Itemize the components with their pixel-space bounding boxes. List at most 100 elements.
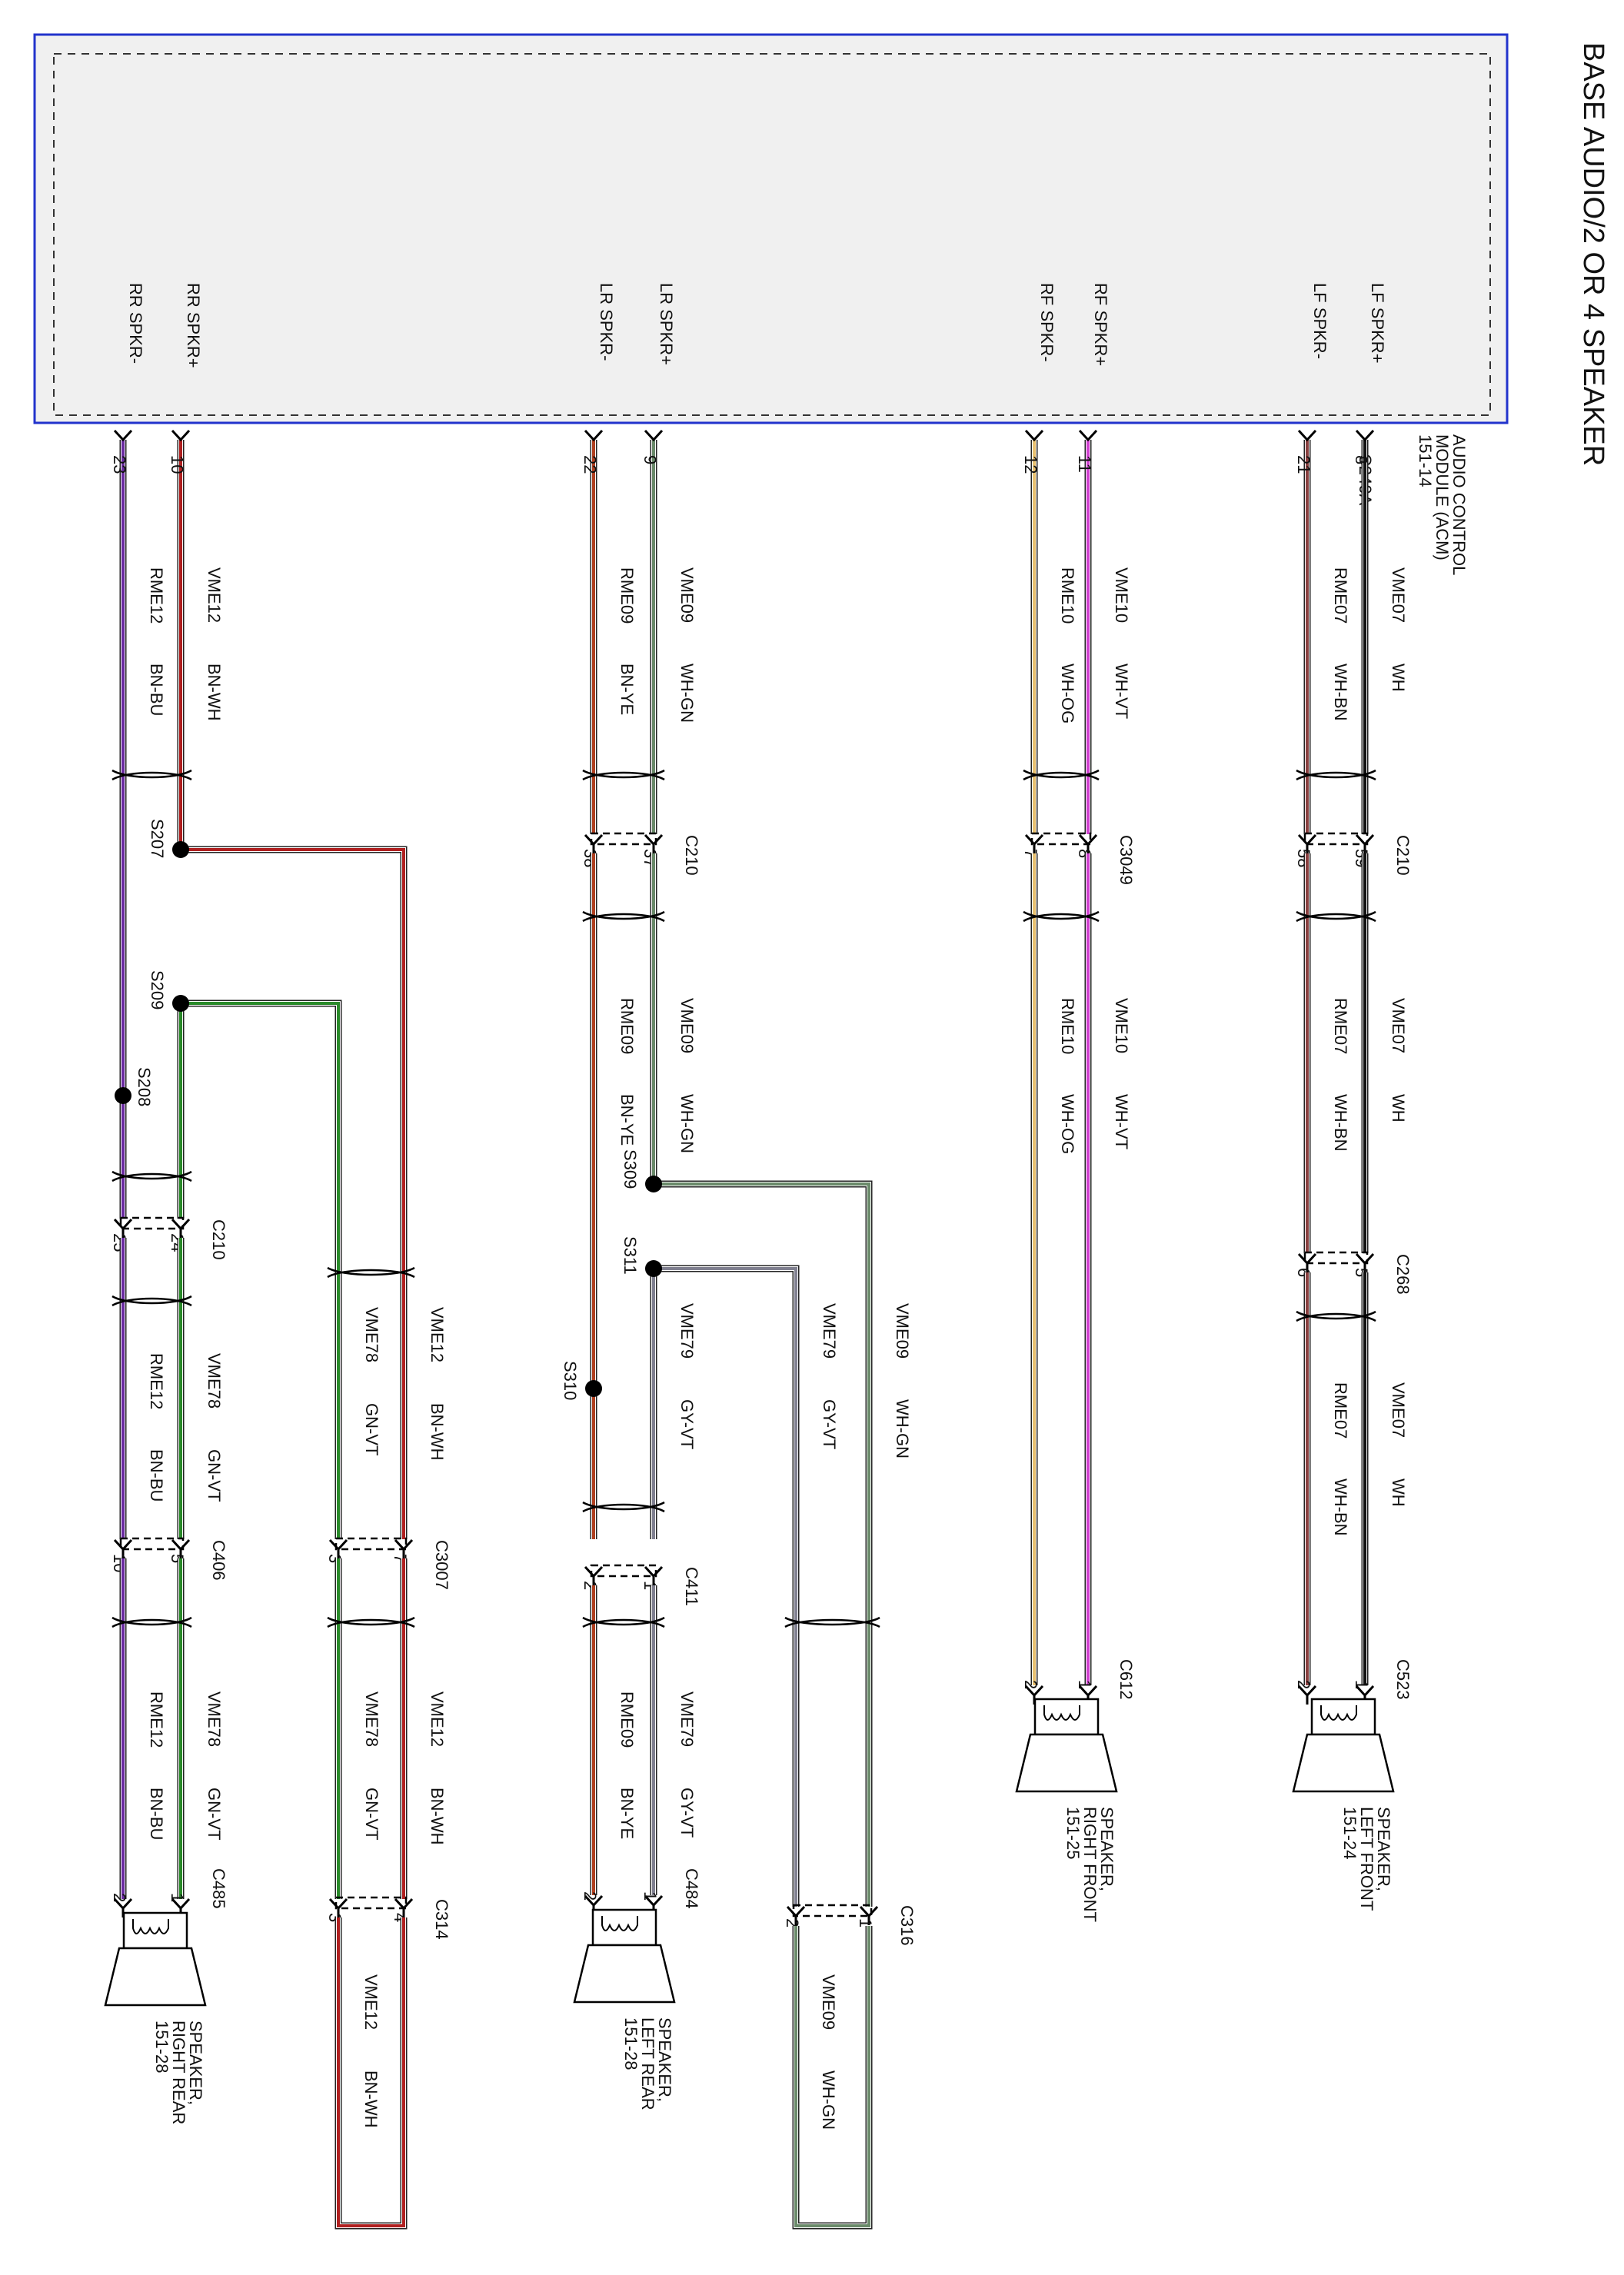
connector-pin-c485-0: 1 bbox=[168, 1893, 187, 1902]
speaker-label-lr-1: LEFT REAR bbox=[638, 2017, 657, 2110]
circuit-label-rf_neg_a: RME10 bbox=[1058, 567, 1077, 624]
connector-arrow bbox=[113, 1218, 133, 1231]
speaker-label-rr-1: RIGHT REAR bbox=[169, 2021, 188, 2124]
circuit-label-lf_pos_a: VME07 bbox=[1389, 567, 1408, 623]
module-pin-arrow-rf_neg bbox=[1024, 429, 1044, 442]
module-pin-label-lr_neg: LR SPKR- bbox=[597, 283, 616, 361]
circuit-label-rr_neg_c: RME12 bbox=[147, 1691, 166, 1748]
circuit-label-c316_loop: VME09 bbox=[819, 1974, 838, 2030]
module-pin-arrow-lf_pos bbox=[1355, 429, 1375, 442]
connector-pin-c523-0: 1 bbox=[1352, 1680, 1371, 1689]
connector-label-c210_lr: C210 bbox=[682, 835, 701, 876]
speaker-rf-symbol bbox=[1015, 1698, 1118, 1793]
color-code-label-lr_pos_c: GY-VT bbox=[677, 1399, 697, 1449]
twisted-pair-mark bbox=[784, 1616, 880, 1628]
connector-arrow bbox=[113, 1538, 133, 1552]
splice-dot-s311 bbox=[645, 1260, 662, 1277]
speaker-cone-lr bbox=[573, 1944, 676, 2004]
module-pin-label-lr_pos: LR SPKR+ bbox=[657, 283, 676, 365]
twisted-pair-mark bbox=[582, 769, 665, 781]
connector-pin-c484-0: 1 bbox=[641, 1891, 660, 1901]
color-code-label-rr_pos_b: GN-VT bbox=[205, 1788, 224, 1840]
wire-rr_s209_route bbox=[181, 1002, 340, 1539]
circuit-label-lr_s309_route: VME09 bbox=[893, 1303, 912, 1359]
circuit-label-c3007_neg: VME78 bbox=[362, 1691, 381, 1747]
connector-arrow bbox=[584, 833, 604, 846]
color-code-label-lr_s309_branch: GY-VT bbox=[677, 1788, 697, 1838]
wire-c314_loop bbox=[337, 1917, 405, 2227]
color-code-label-lr_neg_a: BN-YE bbox=[617, 664, 637, 715]
splice-dot-s207 bbox=[172, 841, 189, 858]
module-pin-arrow-rr_neg bbox=[113, 429, 133, 442]
splice-dot-s209 bbox=[172, 995, 189, 1012]
twisted-pair-mark bbox=[1296, 910, 1376, 923]
circuit-label-rr_s209_route: VME78 bbox=[362, 1307, 381, 1362]
circuit-label-lr_neg_b: RME09 bbox=[617, 998, 637, 1054]
color-code-label-rr_neg_b: BN-BU bbox=[147, 1449, 166, 1502]
connector-arrow bbox=[1078, 833, 1098, 846]
splice-label-s310: S310 bbox=[561, 1361, 580, 1400]
circuit-label-lf_neg_a: RME07 bbox=[1331, 567, 1350, 624]
wire-rr_s207_route bbox=[181, 848, 405, 1539]
circuit-label-rr_neg_b: RME12 bbox=[147, 1353, 166, 1409]
module-pin-number-lr_neg: 22 bbox=[581, 455, 600, 474]
color-code-label-lr_s311_branch: GY-VT bbox=[820, 1399, 839, 1449]
circuit-label-rr_pos_b: VME78 bbox=[205, 1691, 224, 1747]
connector-box-c314 bbox=[334, 1896, 408, 1910]
connector-box-c316 bbox=[792, 1904, 873, 1917]
circuit-label-rf_pos_a: VME10 bbox=[1112, 567, 1131, 623]
connector-label-c314: C314 bbox=[432, 1899, 451, 1940]
color-code-label-c314_loop: BN-WH bbox=[361, 2070, 381, 2128]
connector-arrow bbox=[171, 1538, 191, 1552]
speaker-label-rr-2: 151-28 bbox=[152, 2021, 171, 2074]
connector-arrow bbox=[328, 1897, 348, 1911]
color-code-label-lf_neg_a: WH-BN bbox=[1331, 664, 1350, 721]
twisted-pair-mark bbox=[582, 910, 665, 923]
twisted-pair-mark bbox=[1296, 769, 1376, 781]
splice-dot-s208 bbox=[115, 1087, 131, 1104]
circuit-label-rf_pos_b: VME10 bbox=[1112, 998, 1131, 1053]
connector-arrow bbox=[644, 1565, 664, 1578]
splice-label-s209: S209 bbox=[148, 970, 167, 1009]
twisted-pair-mark bbox=[111, 1170, 192, 1182]
connector-box-c3007 bbox=[334, 1537, 408, 1551]
module-pin-number-rf_neg: 12 bbox=[1021, 455, 1040, 474]
connector-arrow bbox=[859, 1905, 879, 1918]
twisted-pair-mark bbox=[1296, 1310, 1376, 1322]
module-pin-arrow-rr_pos bbox=[171, 429, 191, 442]
module-pin-label-rf_neg: RF SPKR- bbox=[1037, 283, 1057, 362]
wiring-layer: LF SPKR+8LF SPKR-21VME07WHRME07WH-BNC210… bbox=[104, 283, 1413, 2230]
connector-label-c210_rr: C210 bbox=[209, 1219, 228, 1260]
wire-gap-lr_s311_branch bbox=[654, 1266, 798, 1907]
module-name-line-1: AUDIO CONTROL bbox=[1449, 434, 1469, 575]
connector-arrow bbox=[328, 1538, 348, 1552]
speaker-label-lf-2: 151-24 bbox=[1340, 1807, 1359, 1860]
color-code-label-rr_pos_c: GN-VT bbox=[205, 1449, 224, 1502]
circuit-label-lf_pos_b: VME07 bbox=[1389, 998, 1408, 1053]
speaker-label-lr-0: SPEAKER, bbox=[655, 2017, 674, 2102]
connector-label-c3049: C3049 bbox=[1116, 835, 1136, 885]
color-code-label-lf_pos_c: WH bbox=[1389, 1478, 1408, 1507]
twisted-pair-mark bbox=[111, 769, 192, 781]
speaker-coil-rr bbox=[132, 1919, 169, 1934]
splice-label-s207: S207 bbox=[148, 819, 167, 858]
twisted-pair-mark bbox=[111, 1616, 192, 1628]
module-pin-arrow-lr_neg bbox=[584, 429, 604, 442]
color-code-label-lf_pos_b: WH bbox=[1389, 1094, 1408, 1123]
connector-arrow bbox=[786, 1905, 806, 1918]
circuit-label-rr_neg_a: RME12 bbox=[147, 567, 166, 624]
connector-pin-c316-1: 2 bbox=[783, 1918, 802, 1927]
connector-arrow bbox=[394, 1538, 414, 1552]
connector-arrow bbox=[1024, 833, 1044, 846]
speaker-label-lr-2: 151-28 bbox=[621, 2017, 641, 2070]
connector-box-c3049 bbox=[1030, 832, 1092, 846]
speaker-label-lf-0: SPEAKER, bbox=[1374, 1807, 1393, 1891]
speaker-coil-lf bbox=[1320, 1705, 1357, 1721]
module-pin-label-rf_pos: RF SPKR+ bbox=[1091, 283, 1110, 366]
module-pin-number-lf_pos: 8 bbox=[1352, 455, 1371, 464]
color-code-label-c3007_pos: BN-WH bbox=[428, 1788, 447, 1845]
circuit-label-rr_pos_c: VME78 bbox=[205, 1353, 224, 1409]
color-code-label-lf_pos_a: WH bbox=[1389, 664, 1408, 692]
module-pin-number-lr_pos: 9 bbox=[641, 455, 660, 464]
connector-pin-c485-1: 2 bbox=[110, 1893, 129, 1902]
